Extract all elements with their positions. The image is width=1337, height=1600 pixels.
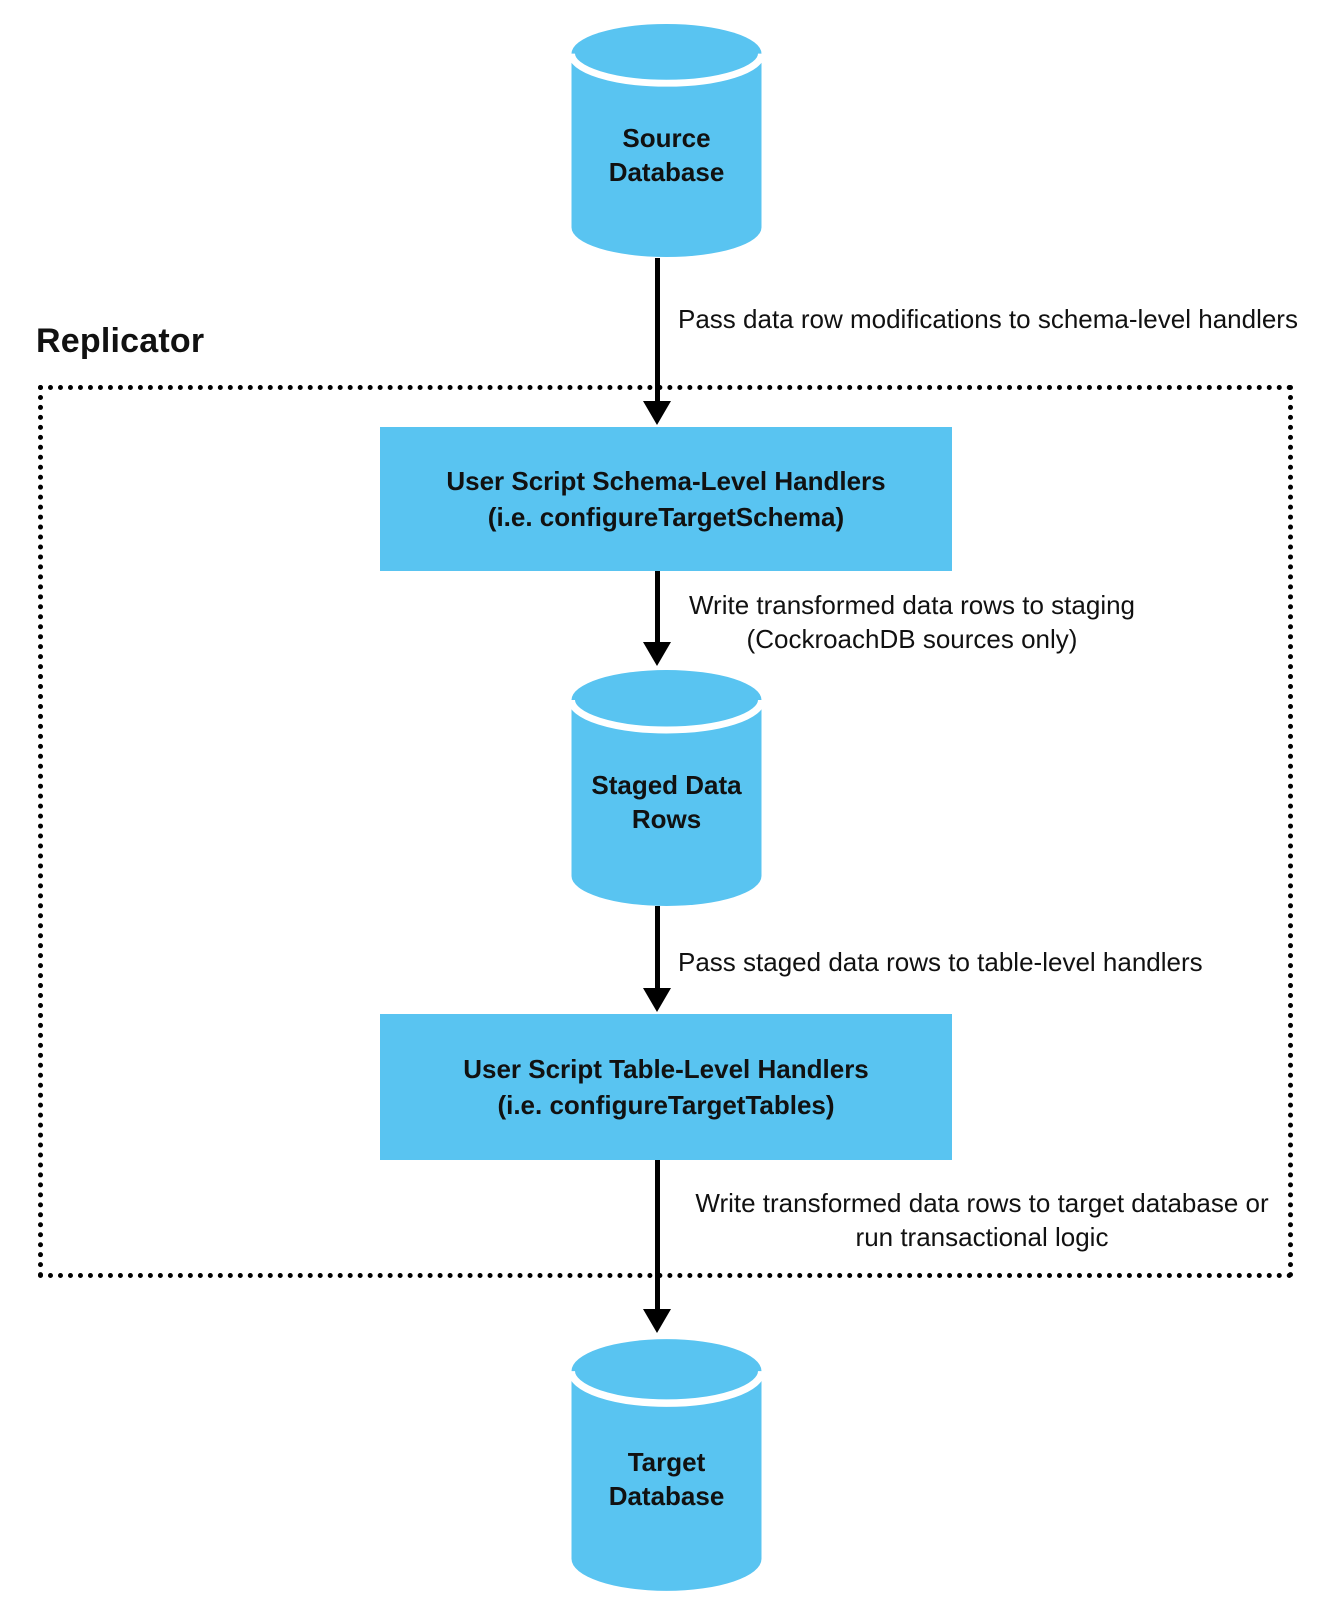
database-cylinder-icon (570, 1339, 763, 1591)
arrow-head-icon (643, 1309, 671, 1333)
arrow-source-to-schema (643, 258, 671, 425)
arrow-shaft (654, 571, 660, 652)
target-database-label: Target Database (608, 1447, 725, 1511)
database-cylinder-icon (570, 23, 763, 258)
staged-data-rows-node: Staged Data Rows (570, 668, 763, 908)
arrow-staged-to-table (643, 906, 671, 1012)
edge-label-staged-to-table: Pass staged data rows to table-level han… (678, 947, 1203, 977)
arrow-shaft (654, 1160, 660, 1319)
edge-label-table-to-target: Write transformed data rows to target da… (695, 1188, 1269, 1252)
source-database-label: Source Database (608, 122, 725, 187)
arrow-head-icon (643, 401, 671, 425)
database-cylinder-icon (570, 670, 763, 906)
edge-label-source-to-schema: Pass data row modifications to schema-le… (678, 304, 1298, 334)
arrow-table-to-target (643, 1160, 671, 1333)
arrow-head-icon (643, 988, 671, 1012)
arrow-shaft (654, 258, 660, 411)
schema-level-handlers-node: User Script Schema-Level Handlers (i.e. … (380, 427, 952, 571)
arrow-shaft (654, 906, 660, 998)
arrow-schema-to-staged (643, 571, 671, 666)
replicator-group-title: Replicator (36, 322, 205, 360)
source-database-node: Source Database (570, 22, 763, 259)
replicator-group-border (38, 385, 1293, 1278)
table-level-handlers-node: User Script Table-Level Handlers (i.e. c… (380, 1014, 952, 1160)
staged-data-rows-label: Staged Data Rows (591, 770, 742, 834)
target-database-node: Target Database (570, 1337, 763, 1593)
arrow-head-icon (643, 642, 671, 666)
edge-label-schema-to-staged: Write transformed data rows to staging (… (688, 590, 1136, 654)
